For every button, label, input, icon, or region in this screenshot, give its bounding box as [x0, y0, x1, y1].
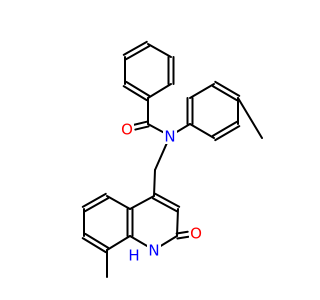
bond-c18-o2: [176, 235, 190, 240]
atom-label-bg-o2: [189, 225, 203, 241]
atom-label-n2: N: [148, 242, 159, 260]
bond-c4-c5: [147, 83, 172, 99]
bond-c20-c21: [106, 195, 131, 210]
bond-c21-c22: [84, 197, 110, 213]
bond-c10-c11: [214, 80, 241, 97]
bond-n1-c15: [154, 142, 168, 171]
atom-label-bg-h1: [127, 247, 141, 263]
atom-label-bg-n2: [147, 242, 161, 258]
atom-label-h1: H: [128, 247, 139, 265]
atom-label-bg-n1: [163, 128, 177, 144]
bond-c9-c10: [189, 83, 215, 99]
bond-c15-c16: [153, 169, 156, 197]
bond-c7-o1: [134, 125, 150, 131]
bond-c11-c14: [237, 97, 263, 139]
bond-c17-c18: [176, 208, 179, 237]
bond-c1-c2: [125, 45, 151, 61]
bond-c16-c17: [151, 197, 178, 213]
bond-c21-c22: [81, 192, 107, 208]
bond-c18-o2: [175, 230, 189, 235]
atom-label-o2: O: [190, 225, 202, 243]
bond-c3-c4: [122, 85, 148, 102]
bond-c1-c2: [122, 40, 148, 56]
bond-c7-n1: [147, 123, 164, 134]
bond-c20-c16: [129, 195, 155, 210]
atom-label-n1: N: [164, 128, 175, 146]
bond-c6-c1: [147, 43, 172, 58]
bond-c10-c11: [211, 85, 238, 102]
bond-c13-c8: [189, 123, 215, 139]
bond-c12-c13: [211, 120, 238, 137]
bond-c7-o1: [133, 120, 149, 126]
atom-label-bg-o1: [120, 121, 134, 137]
bond-n1-c8: [175, 123, 191, 133]
bond-c18-n2: [159, 235, 178, 247]
bond-n2-c19: [129, 235, 149, 247]
bond-c23-c24: [84, 232, 110, 249]
bond-c23-c24: [81, 237, 107, 254]
bond-c24-c19: [106, 235, 131, 251]
bond-c3-c4: [125, 80, 151, 97]
atom-label-o1: O: [121, 121, 133, 139]
bond-c16-c17: [154, 192, 181, 208]
bond-c12-c13: [214, 125, 241, 142]
